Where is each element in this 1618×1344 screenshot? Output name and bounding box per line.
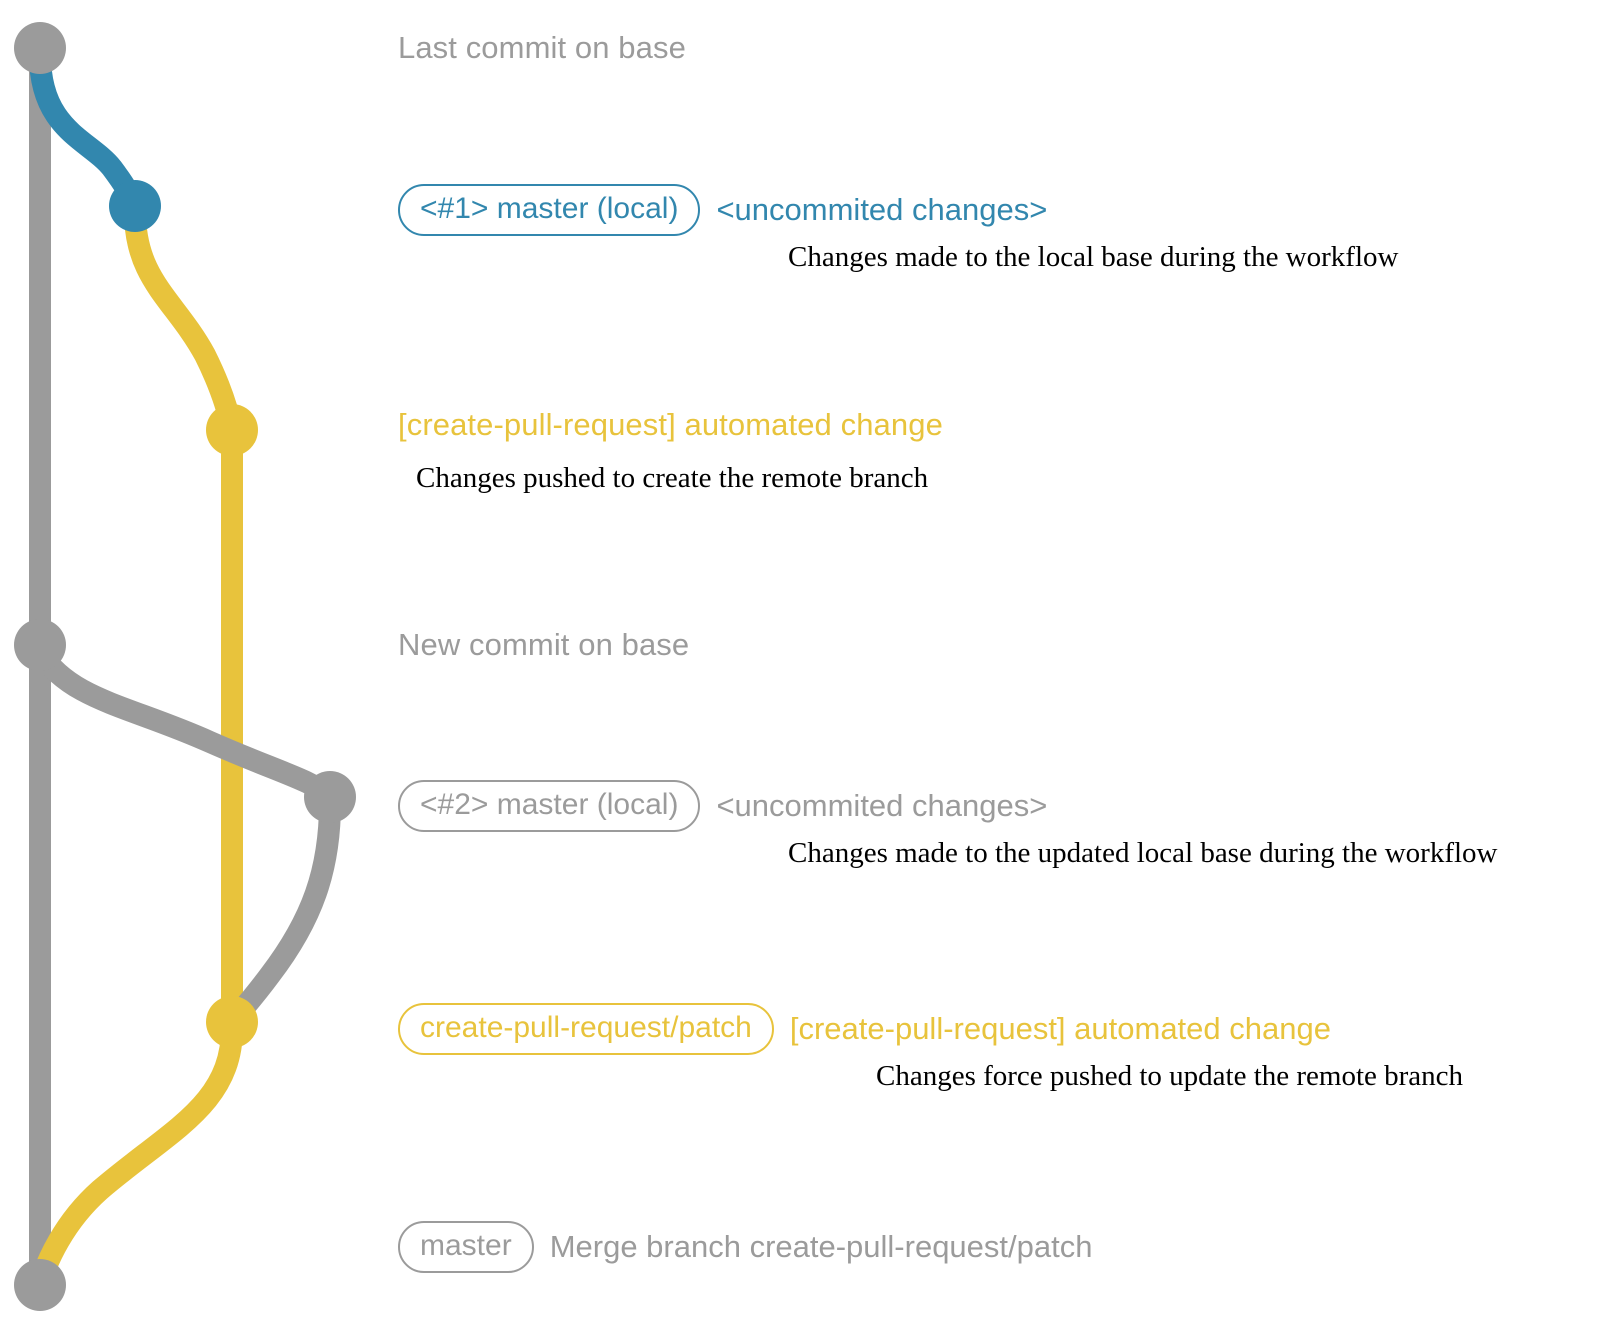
commit-row-local-commit-1: <#1> master (local) <uncommited changes>	[398, 184, 1047, 236]
ref-badge-master-local-2[interactable]: <#2> master (local)	[398, 780, 701, 832]
commit-note-patch-commit-1: Changes pushed to create the remote bran…	[416, 462, 929, 494]
commit-subject: <uncommited changes>	[716, 191, 1048, 227]
ref-badge-master[interactable]: master	[398, 1221, 534, 1273]
commit-line: master Merge branch create-pull-request/…	[398, 1221, 1092, 1273]
edge-base-to-local2	[29, 641, 341, 808]
commit-note-local-commit-2: Changes made to the updated local base d…	[788, 837, 1498, 869]
edge-local1-to-patch1	[124, 201, 243, 441]
commit-line: <#2> master (local) <uncommited changes>	[398, 780, 1047, 832]
commit-line: create-pull-request/patch [create-pull-r…	[398, 1003, 1331, 1055]
graph-nodes	[14, 22, 356, 1311]
commit-subject: Last commit on base	[398, 30, 686, 65]
commit-line: [create-pull-request] automated change	[398, 407, 943, 443]
commit-row-patch-commit-1: [create-pull-request] automated change	[398, 407, 943, 443]
node-new-commit-on-base	[14, 619, 66, 671]
commit-line: Last commit on base	[398, 30, 686, 66]
commit-row-last-commit-on-base: Last commit on base	[398, 30, 686, 66]
commit-row-local-commit-2: <#2> master (local) <uncommited changes>	[398, 780, 1047, 832]
commit-row-patch-commit-2: create-pull-request/patch [create-pull-r…	[398, 1003, 1331, 1055]
commit-subject: [create-pull-request] automated change	[789, 1010, 1331, 1046]
commit-subject: <uncommited changes>	[716, 787, 1048, 823]
commit-line: <#1> master (local) <uncommited changes>	[398, 184, 1047, 236]
commit-row-new-commit-on-base: New commit on base	[398, 627, 689, 663]
commit-subject: Merge branch create-pull-request/patch	[549, 1228, 1093, 1264]
node-local-commit-1	[109, 180, 161, 232]
commit-note-patch-commit-2: Changes force pushed to update the remot…	[876, 1060, 1464, 1092]
commit-subject: [create-pull-request] automated change	[398, 407, 943, 442]
ref-badge-master-local-1[interactable]: <#1> master (local)	[398, 184, 701, 236]
node-last-commit-on-base	[14, 22, 66, 74]
node-local-commit-2	[304, 771, 356, 823]
ref-badge-create-pull-request-patch[interactable]: create-pull-request/patch	[398, 1003, 774, 1055]
node-patch-commit-2	[206, 996, 258, 1048]
commit-note-local-commit-1: Changes made to the local base during th…	[788, 241, 1399, 273]
commit-line: New commit on base	[398, 627, 689, 663]
commit-subject: New commit on base	[398, 627, 690, 662]
edge-patch2-to-merge	[29, 1017, 243, 1296]
node-merge-commit-master	[14, 1259, 66, 1311]
commit-row-merge-commit-master: master Merge branch create-pull-request/…	[398, 1221, 1092, 1273]
node-patch-commit-1	[206, 404, 258, 456]
